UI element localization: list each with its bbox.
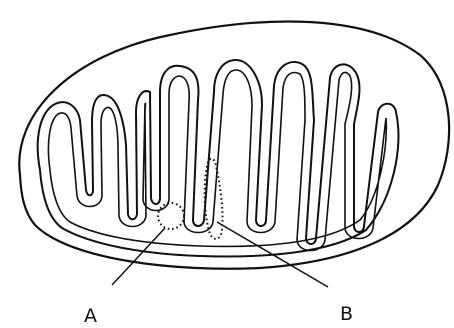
label-b: B xyxy=(340,303,353,325)
marker-a-circle xyxy=(158,203,184,229)
leader-line-a xyxy=(112,228,165,285)
leader-line-b xyxy=(217,222,328,287)
label-a: A xyxy=(84,305,97,327)
